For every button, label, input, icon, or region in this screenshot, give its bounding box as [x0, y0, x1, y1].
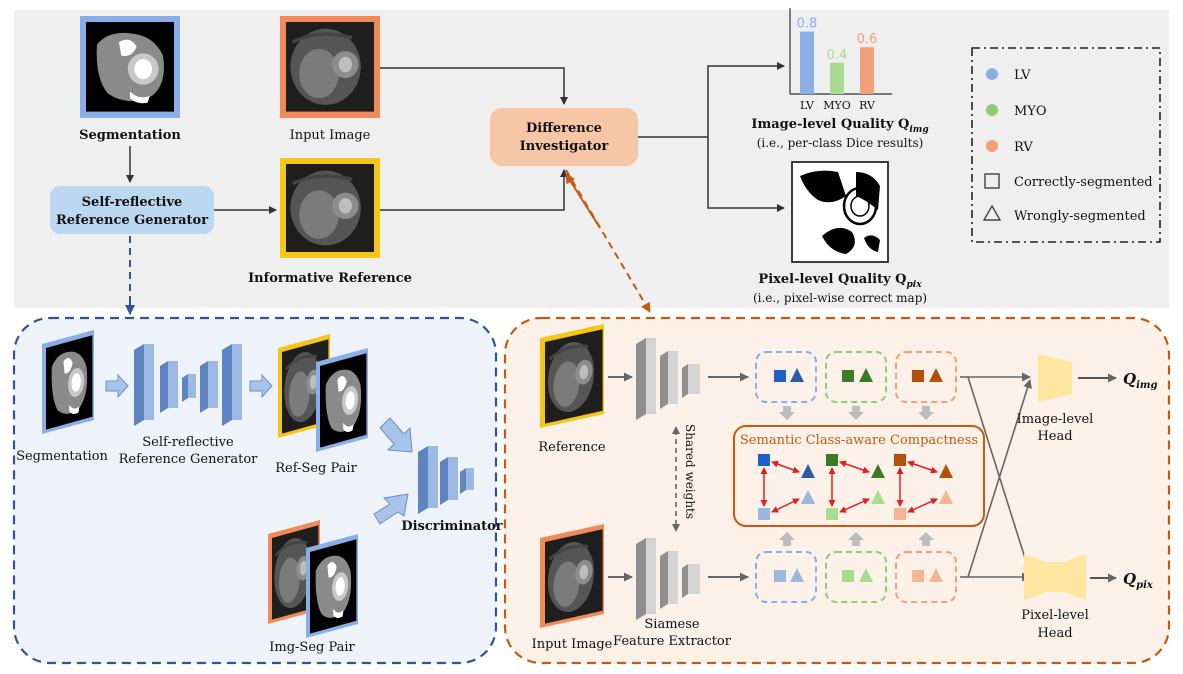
investigator-line1: Difference [526, 121, 602, 136]
left-arrow-2-icon [249, 373, 273, 399]
left-segmentation-image [42, 330, 94, 434]
orange-connector-arrowhead [565, 173, 601, 229]
legend: LV MYO RV Correctly-segmented Wrongly-se… [982, 68, 1153, 224]
compactness-box [733, 425, 985, 527]
image-head-line2: Head [1037, 429, 1072, 444]
top-myo-feature-box [825, 351, 887, 403]
legend-rv-label: RV [1014, 140, 1033, 155]
left-generator-line1: Self-reflective [142, 435, 234, 450]
top-feature-boxes [755, 351, 957, 403]
difference-investigator-box [490, 108, 638, 166]
extractor-bottom-network-icon [636, 538, 700, 620]
top-input-image [280, 16, 380, 118]
left-arrow-1-icon [105, 373, 129, 399]
discriminator-label: Discriminator [401, 519, 502, 534]
top-segmentation-image [80, 16, 180, 118]
legend-lv-dot-icon [986, 68, 998, 80]
legend-square-icon [984, 173, 1000, 189]
left-arrow-4-icon [373, 493, 409, 525]
image-quality-label: Image-level Quality Qimg [751, 117, 928, 135]
left-arrow-3-icon [379, 417, 413, 453]
legend-triangle-icon [982, 204, 1002, 221]
head-connection-arrows [960, 372, 1032, 582]
left-segmentation-label: Segmentation [16, 449, 108, 464]
left-generator-line2: Reference Generator [119, 452, 259, 467]
bar-value-myo: 0.4 [827, 48, 848, 63]
compactness-graph [758, 454, 953, 520]
shared-weights-label: Shared weights [683, 424, 697, 519]
image-quality-note: (i.e., per-class Dice results) [757, 136, 924, 150]
q-pix-label: Qpix [1123, 570, 1154, 591]
pixel-head-line1: Pixel-level [1021, 608, 1089, 623]
top-lv-feature-box [755, 351, 817, 403]
top-generator-line2: Reference Generator [56, 213, 208, 228]
pixel-head-line2: Head [1037, 626, 1072, 641]
pixel-quality-note: (i.e., pixel-wise correct map) [753, 291, 927, 305]
left-generator-network-icon [134, 344, 242, 426]
bottom-feature-boxes [755, 551, 957, 603]
top-segmentation-label: Segmentation [79, 128, 181, 143]
img-seg-pair-label: Img-Seg Pair [269, 640, 355, 655]
pixel-correct-map [791, 161, 889, 263]
top-informative-reference-image [280, 158, 380, 258]
bar-category-rv: RV [859, 99, 876, 112]
right-reference-image [540, 324, 605, 428]
ref-seg-pair-label: Ref-Seg Pair [275, 461, 357, 476]
legend-lv-label: LV [1014, 68, 1031, 83]
extractor-line2: Feature Extractor [613, 634, 732, 649]
q-img-label: Qimg [1123, 370, 1157, 391]
top-rv-feature-box [895, 351, 957, 403]
bar-rv [860, 47, 874, 94]
img-seg-pair-images [268, 520, 358, 638]
top-informative-reference-label: Informative Reference [248, 271, 412, 286]
bottom-lv-feature-box [755, 551, 817, 603]
orange-dashed-connector [565, 169, 651, 313]
top-generator-line1: Self-reflective [82, 195, 183, 210]
bottom-myo-feature-box [825, 551, 887, 603]
right-reference-label: Reference [538, 440, 606, 455]
legend-box [971, 47, 1161, 243]
legend-correct-label: Correctly-segmented [1014, 175, 1153, 190]
right-input-image-label: Input Image [532, 637, 613, 652]
compactness-label: Semantic Class-aware Compactness [740, 433, 978, 448]
bar-value-rv: 0.6 [857, 32, 878, 47]
bar-category-lv: LV [800, 99, 815, 112]
bar-lv [800, 31, 814, 95]
pixel-quality-label: Pixel-level Quality Qpix [758, 272, 922, 290]
image-head-line1: Image-level [1017, 412, 1094, 427]
top-input-image-label: Input Image [290, 128, 371, 143]
right-input-image [540, 524, 605, 628]
bar-category-myo: MYO [823, 99, 851, 112]
image-level-head-icon [1038, 354, 1072, 402]
discriminator-network-icon [418, 446, 474, 514]
bottom-rv-feature-box [895, 551, 957, 603]
pixel-level-head-icon [1024, 554, 1086, 600]
extractor-top-network-icon [636, 338, 700, 420]
legend-myo-label: MYO [1014, 104, 1047, 119]
legend-rv-dot-icon [986, 140, 998, 152]
bar-myo [830, 62, 844, 94]
feature-to-compactness-arrows [779, 406, 934, 546]
investigator-line2: Investigator [520, 139, 609, 154]
ref-seg-pair-images [278, 334, 368, 452]
legend-myo-dot-icon [986, 104, 998, 116]
bar-value-lv: 0.8 [797, 17, 818, 32]
top-generator-box [50, 186, 214, 234]
extractor-line1: Siamese [644, 617, 700, 632]
top-flow-arrows [126, 62, 785, 214]
legend-wrong-label: Wrongly-segmented [1014, 209, 1146, 224]
